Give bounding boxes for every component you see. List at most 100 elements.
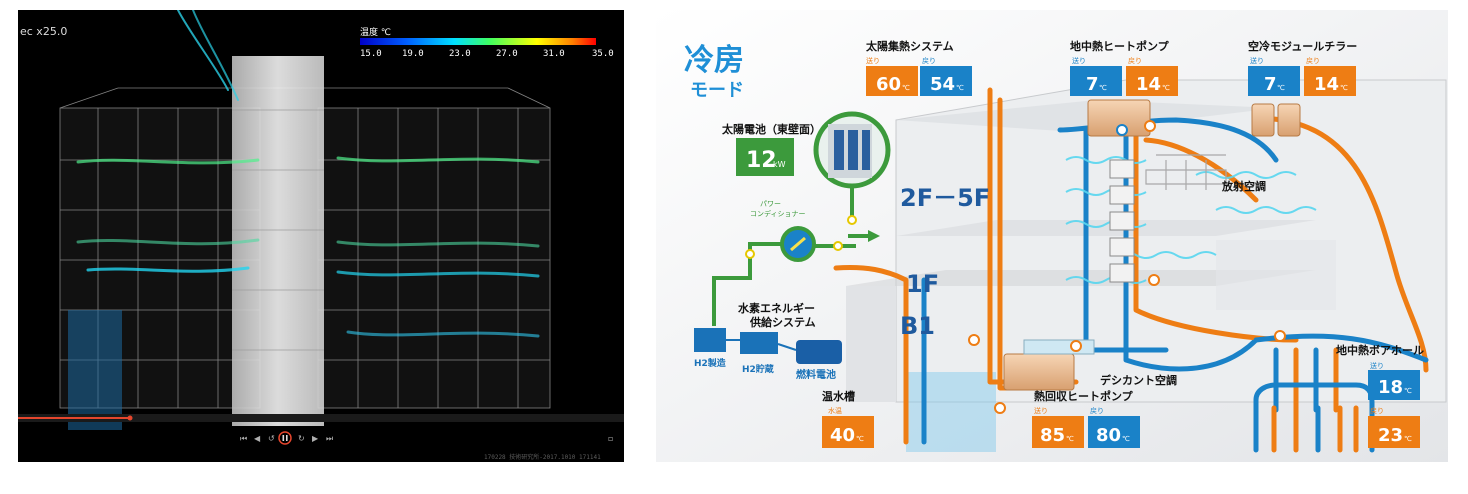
air-chiller-readout: 空冷モジュールチラー 送り 戻り 7 ℃ 14 ℃: [1248, 39, 1357, 96]
solar-panel-badge: [736, 138, 794, 176]
solar-thermal-label: 太陽集熱システム: [865, 39, 954, 53]
svg-text:戻り: 戻り: [1128, 56, 1142, 65]
rewind-icon[interactable]: ↺: [268, 434, 275, 443]
svg-text:送り: 送り: [1034, 406, 1048, 415]
first-frame-icon[interactable]: ⏮: [240, 434, 247, 443]
svg-text:℃: ℃: [1099, 84, 1107, 92]
power-conditioner-label-1: パワー: [760, 200, 781, 208]
step-back-icon[interactable]: ◀: [254, 434, 261, 443]
svg-text:送り: 送り: [1250, 56, 1264, 65]
mode-title: 冷房: [684, 43, 744, 78]
hydrogen-system-label-2: 供給システム: [749, 315, 816, 329]
air-chiller-units: [1251, 103, 1301, 137]
svg-text:℃: ℃: [1277, 84, 1285, 92]
geothermal-heat-pump-return-value: 14: [1136, 74, 1161, 95]
solar-panel-unit: kW: [773, 160, 786, 169]
floor-label-b1: B1: [900, 312, 935, 340]
svg-text:℃: ℃: [902, 84, 910, 92]
colorbar-title: 温度 ℃: [360, 26, 391, 38]
svg-text:℃: ℃: [1404, 387, 1412, 395]
svg-text:℃: ℃: [1066, 435, 1074, 443]
hot-water-tank-readout: 温水槽 水温 40 ℃: [822, 389, 874, 448]
geothermal-heat-pump-readout: 地中熱ヒートポンプ 送り 戻り 7 ℃ 14 ℃: [1070, 39, 1178, 96]
svg-text:℃: ℃: [956, 84, 964, 92]
simulation-panel: ec x25.0 温度 ℃ 15.0 19.0 23.0 27.0 31.0 3…: [18, 10, 624, 462]
h2-storage-icon: [740, 332, 778, 354]
building-wireframe: [59, 87, 551, 409]
playback-scrubber[interactable]: [127, 415, 133, 421]
colorbar-tick: 31.0: [543, 49, 565, 59]
geothermal-borehole-send-value: 18: [1378, 377, 1403, 398]
heat-recovery-hp-readout: 熱回収ヒートポンプ 送り 戻り 85 ℃ 80 ℃: [1032, 389, 1140, 448]
svg-text:送り: 送り: [1370, 361, 1384, 370]
playback-bar[interactable]: [18, 414, 624, 422]
last-frame-icon[interactable]: ⏭: [326, 434, 333, 443]
svg-text:戻り: 戻り: [1370, 406, 1384, 415]
air-chiller-label: 空冷モジュールチラー: [1248, 39, 1357, 53]
step-forward-icon[interactable]: ▶: [312, 434, 319, 443]
mode-subtitle: モード: [690, 80, 744, 101]
building-shell: [846, 79, 1447, 403]
air-chiller-return-value: 14: [1314, 74, 1339, 95]
window-icon[interactable]: ▫: [608, 434, 613, 443]
svg-text:℃: ℃: [1340, 84, 1348, 92]
return-label: 戻り: [922, 56, 936, 65]
geothermal-heat-pump-label: 地中熱ヒートポンプ: [1070, 39, 1170, 53]
heat-recovery-hp-send-value: 85: [1040, 425, 1065, 446]
hydrogen-energy-system: 水素エネルギー 供給システム H2製造 H2貯蔵 燃料電池: [694, 301, 842, 381]
colorbar-tick: 19.0: [402, 49, 424, 59]
solar-thermal-return-value: 54: [930, 74, 955, 95]
cool-air-zone: [68, 310, 122, 430]
svg-text:戻り: 戻り: [1090, 406, 1104, 415]
playback-speed-label: ec x25.0: [20, 25, 67, 38]
stair-lines: [232, 109, 324, 351]
floor-label-1f: 1F: [906, 270, 939, 298]
heat-recovery-unit: [1003, 353, 1075, 391]
airflow-streaks: [76, 10, 540, 338]
cooling-mode-diagram: 冷房 モード 2F－5F 1F B1 太陽電池（東壁面） 12 kW: [656, 10, 1448, 462]
fuel-cell-icon: [796, 340, 842, 364]
geothermal-borehole-return-value: 23: [1378, 425, 1403, 446]
hydrogen-system-label-1: 水素エネルギー: [738, 301, 815, 315]
temperature-colorbar: 温度 ℃ 15.0 19.0 23.0 27.0 31.0 35.0: [360, 26, 614, 59]
hot-water-tank-label: 温水槽: [822, 389, 855, 403]
svg-text:℃: ℃: [1404, 435, 1412, 443]
svg-text:℃: ℃: [1122, 435, 1130, 443]
solar-panel-group: 太陽電池（東壁面） 12 kW: [721, 111, 891, 189]
fuel-cell-label: 燃料電池: [796, 368, 836, 381]
water-temp-label: 水温: [828, 406, 842, 415]
solar-panel-value: 12: [746, 148, 777, 173]
heat-recovery-hp-return-value: 80: [1096, 425, 1121, 446]
loop-icon[interactable]: ↻: [298, 434, 305, 443]
power-conditioner: パワー コンディショナー: [745, 200, 857, 262]
playback-progress: [18, 417, 130, 419]
floor-label-2f-5f: 2F－5F: [900, 184, 990, 212]
desiccant-unit: [1023, 339, 1095, 355]
svg-text:送り: 送り: [1072, 56, 1086, 65]
colorbar-tick: 15.0: [360, 49, 382, 59]
geothermal-heat-pump-unit: [1087, 99, 1151, 137]
pause-icon[interactable]: [278, 431, 292, 445]
colorbar-tick: 35.0: [592, 49, 614, 59]
playback-controls: ⏮ ◀ ↺ ↻ ▶ ⏭ ▫: [240, 431, 613, 445]
simulation-canvas: ec x25.0 温度 ℃ 15.0 19.0 23.0 27.0 31.0 3…: [18, 10, 624, 461]
power-lines: [712, 188, 868, 326]
simulation-footer-text: 170228 技術研究所-2017.1010 171141: [484, 453, 601, 461]
h2-storage-label: H2貯蔵: [742, 363, 774, 375]
power-conditioner-label-2: コンディショナー: [750, 209, 806, 218]
h2-production-label: H2製造: [694, 357, 727, 369]
geothermal-heat-pump-send-value: 7: [1086, 74, 1099, 95]
colorbar-tick: 27.0: [496, 49, 518, 59]
indoor-units: [1109, 159, 1135, 283]
hot-water-tank-basin: [906, 372, 996, 452]
heat-recovery-hp-label: 熱回収ヒートポンプ: [1034, 389, 1134, 403]
solar-thermal-readout: 太陽集熱システム 送り 戻り 60 ℃ 54 ℃: [865, 39, 972, 96]
valves: [968, 120, 1286, 414]
arrow-icon: [868, 230, 880, 242]
geothermal-borehole-label: 地中熱ボアホール: [1336, 343, 1424, 357]
air-chiller-send-value: 7: [1264, 74, 1277, 95]
h2-production-icon: [694, 328, 726, 352]
colorbar-tick: 23.0: [449, 49, 471, 59]
diagram-canvas: 冷房 モード 2F－5F 1F B1 太陽電池（東壁面） 12 kW: [656, 10, 1448, 462]
solar-thermal-send-value: 60: [876, 74, 901, 95]
